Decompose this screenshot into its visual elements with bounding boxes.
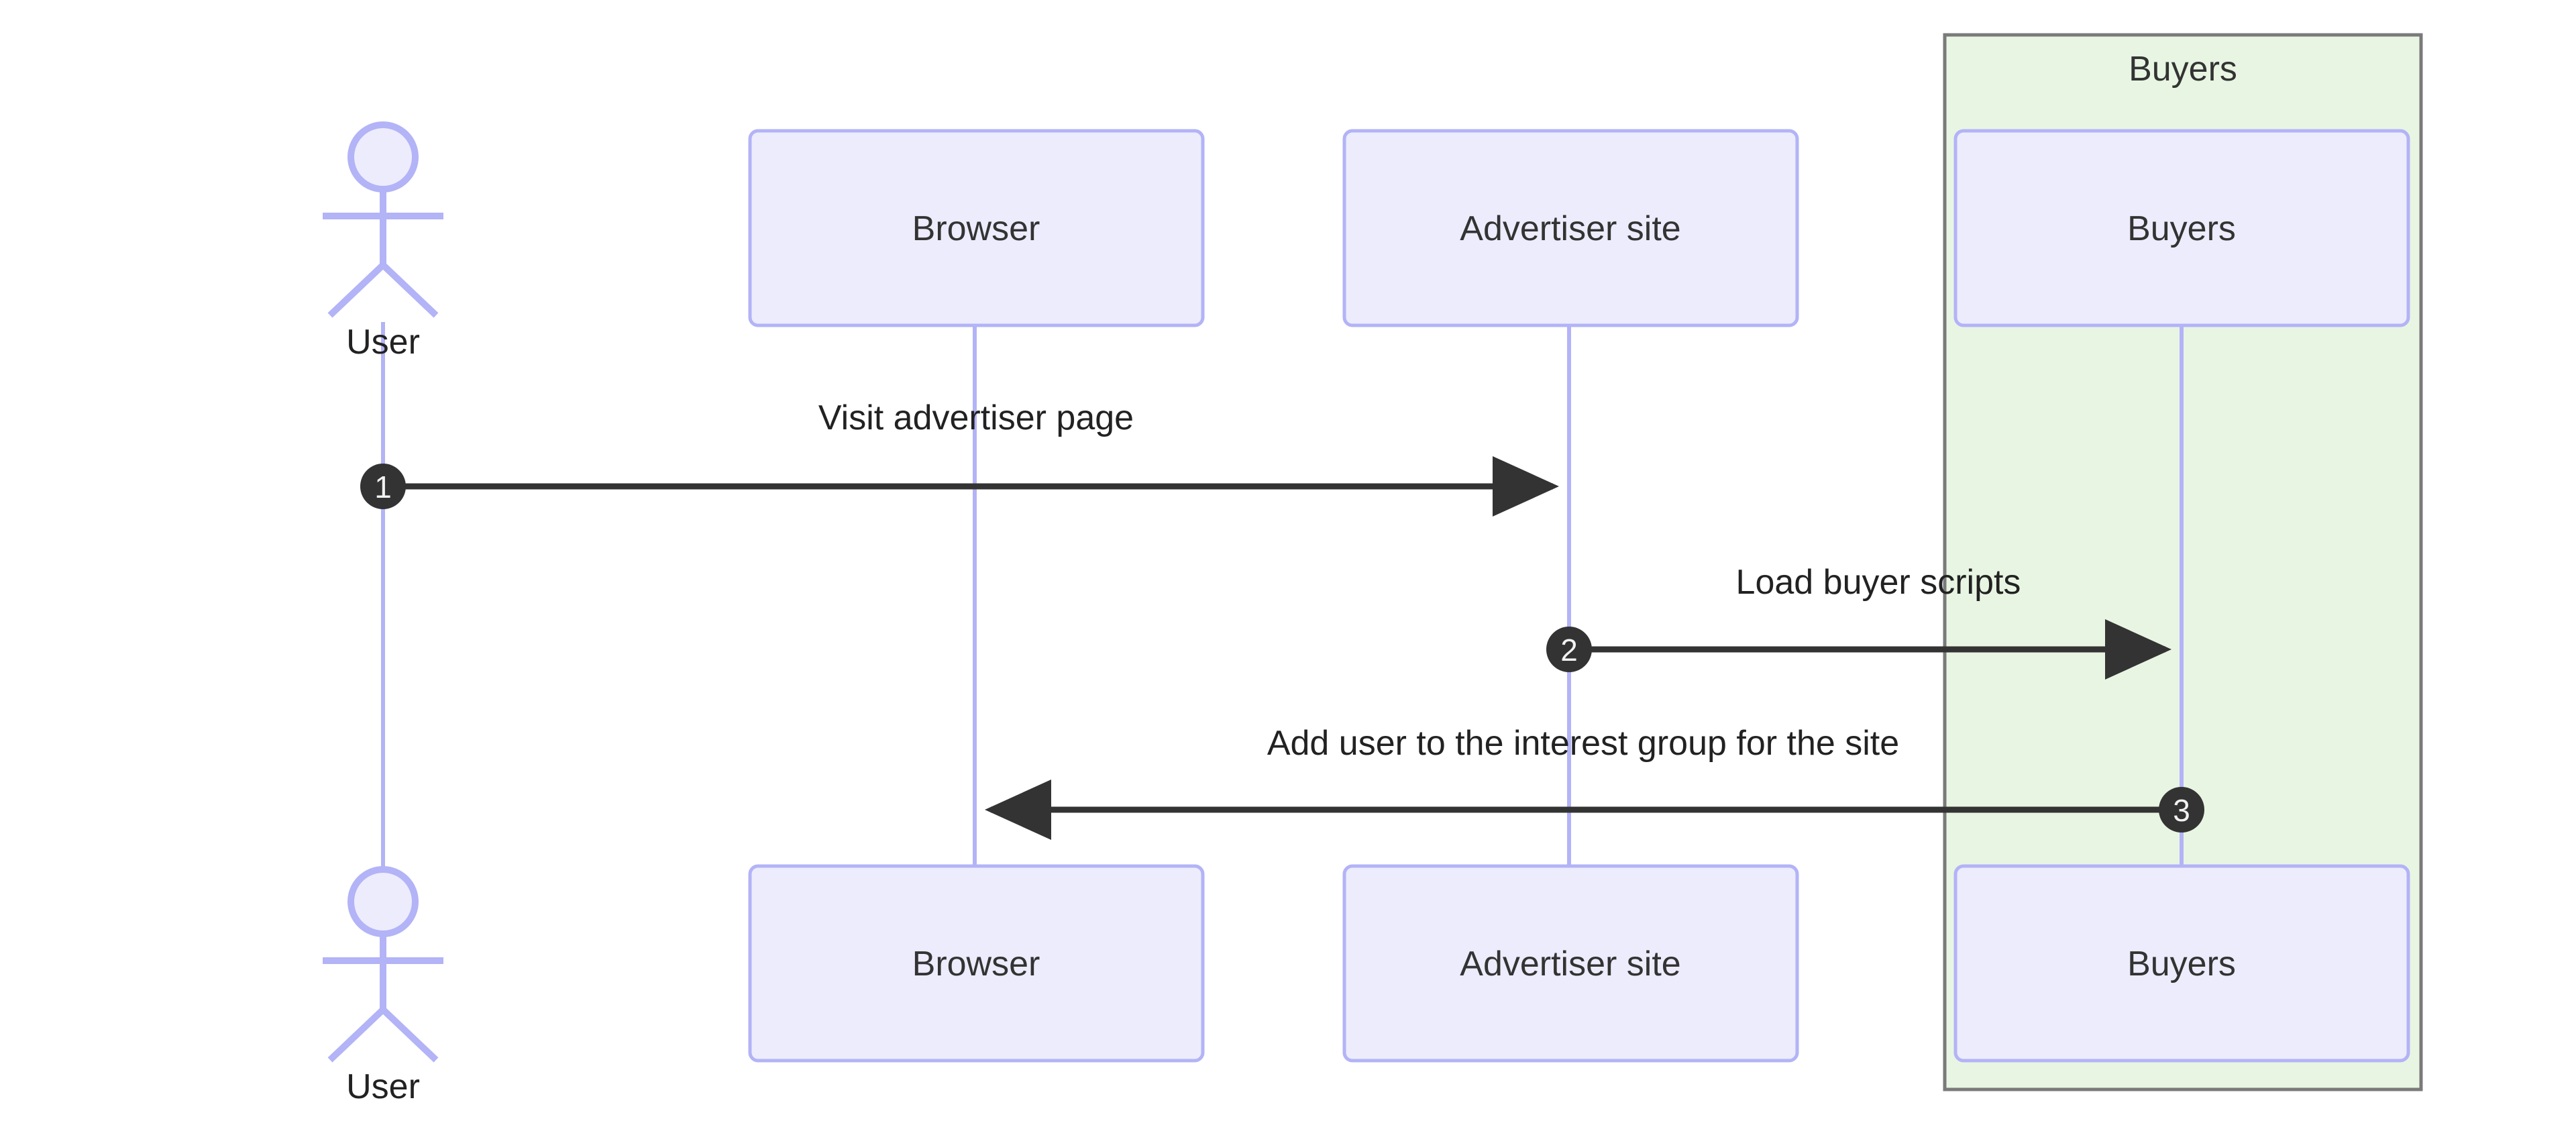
actor-user-top[interactable]: User (323, 121, 443, 362)
actor-head-icon (347, 866, 419, 937)
participant-browser-top[interactable]: Browser (748, 129, 1205, 327)
group-box-label: Buyers (2129, 50, 2237, 89)
participant-label-advertiser-top: Advertiser site (1460, 209, 1680, 248)
message-2-label: Load buyer scripts (1736, 563, 2021, 602)
message-2-badge (1546, 627, 1592, 672)
message-3[interactable]: Add user to the interest group for the s… (985, 724, 2204, 840)
message-3-label: Add user to the interest group for the s… (1267, 724, 1899, 763)
actor-user-bottom[interactable]: User (323, 866, 443, 1106)
message-1-label: Visit advertiser page (818, 398, 1134, 437)
actor-leg-left-icon (327, 262, 386, 318)
actor-label-user-top: User (346, 323, 420, 362)
participant-label-browser-top: Browser (912, 209, 1040, 248)
message-3-number: 3 (2173, 793, 2190, 828)
participant-buyers-bottom[interactable]: Buyers (1953, 864, 2410, 1063)
participant-buyers-top[interactable]: Buyers (1953, 129, 2410, 327)
actor-head-icon (347, 121, 419, 193)
participant-box-rect (748, 864, 1205, 1063)
message-2-number: 2 (1560, 633, 1578, 667)
actor-leg-right-icon (380, 262, 439, 318)
participant-box-rect (1342, 864, 1799, 1063)
actor-leg-right-icon (380, 1007, 439, 1063)
message-1[interactable]: Visit advertiser page 1 (360, 398, 1559, 517)
participant-label-advertiser-bottom: Advertiser site (1460, 945, 1680, 983)
message-3-badge (2159, 787, 2204, 833)
participant-box-rect (1342, 129, 1799, 327)
participant-box-rect (1953, 129, 2410, 327)
message-1-badge (360, 464, 406, 509)
participant-label-buyers-top: Buyers (2127, 209, 2236, 248)
participant-label-browser-bottom: Browser (912, 945, 1040, 983)
actor-label-user-bottom: User (346, 1067, 420, 1106)
participant-advertiser-bottom[interactable]: Advertiser site (1342, 864, 1799, 1063)
participant-box-rect (748, 129, 1205, 327)
actor-leg-left-icon (327, 1007, 386, 1063)
message-1-number: 1 (374, 470, 392, 504)
message-2[interactable]: Load buyer scripts 2 (1546, 563, 2171, 680)
participant-label-buyers-bottom: Buyers (2127, 945, 2236, 983)
participant-advertiser-top[interactable]: Advertiser site (1342, 129, 1799, 327)
participant-box-rect (1953, 864, 2410, 1063)
participant-browser-bottom[interactable]: Browser (748, 864, 1205, 1063)
